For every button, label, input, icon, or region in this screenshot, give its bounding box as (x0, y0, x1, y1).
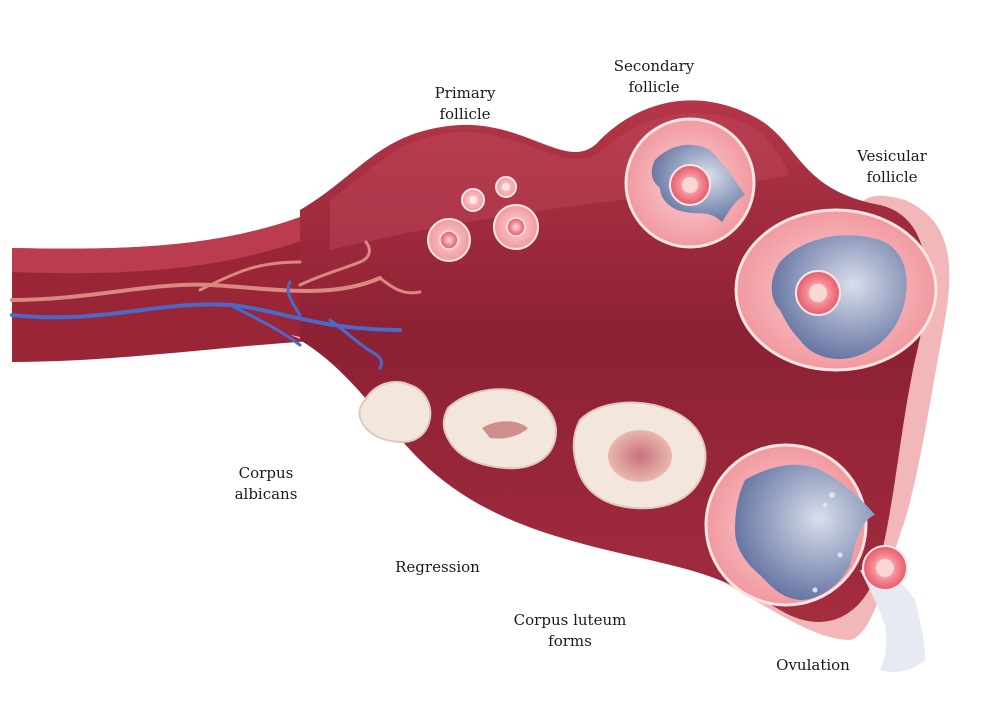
ovulating-antrum (735, 464, 875, 600)
vein-2 (228, 303, 302, 347)
ligament-highlight (12, 205, 330, 274)
primary-follicles (427, 176, 539, 262)
ovulating-follicle (704, 443, 925, 672)
vein-3 (328, 318, 384, 370)
label-vesicular-follicle: Vesicular follicle (857, 147, 927, 186)
follicular-fluid (860, 570, 925, 672)
vesicular-follicle (734, 208, 938, 372)
label-corpus-luteum-forms: Corpus luteum forms (513, 611, 627, 650)
vein-4 (286, 280, 302, 317)
label-secondary-follicle: Secondary follicle (613, 57, 695, 96)
secondary-follicle (624, 117, 756, 249)
label-regression: Regression (395, 558, 480, 576)
artery-2 (198, 260, 302, 292)
corpus-bodies (358, 381, 707, 510)
label-corpus-albicans: Corpus albicans (234, 464, 298, 503)
corpus-albicans-shape (358, 381, 432, 444)
blood-vessels (10, 240, 422, 370)
label-ovulation: Ovulation (776, 656, 850, 674)
artery-4 (378, 276, 422, 295)
artery-3 (298, 240, 371, 287)
label-primary-follicle: Primary follicle (434, 84, 496, 123)
